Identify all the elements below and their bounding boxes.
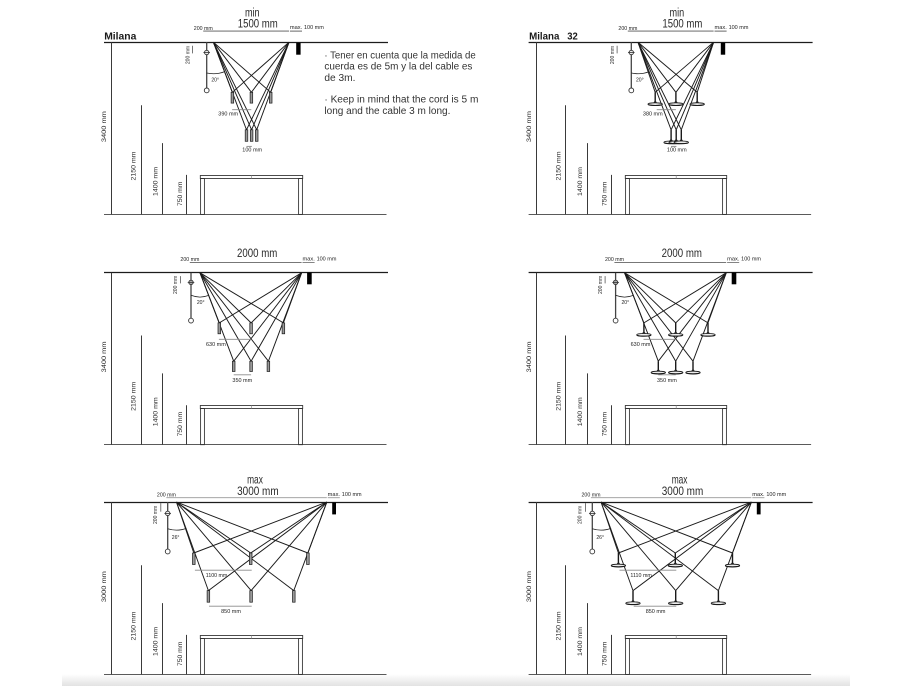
svg-text:26°: 26° [172,535,180,541]
svg-text:100 mm: 100 mm [304,25,324,31]
svg-text:1400 mm: 1400 mm [152,626,159,656]
svg-text:100 mm: 100 mm [342,492,362,498]
svg-text:3000 mm: 3000 mm [101,571,108,603]
svg-text:100 mm: 100 mm [729,25,749,31]
svg-text:26°: 26° [596,535,604,541]
svg-text:1110 mm: 1110 mm [630,573,652,579]
svg-text:max.: max. [290,25,302,31]
svg-text:3400 mm: 3400 mm [526,111,533,143]
svg-text:2150 mm: 2150 mm [131,611,138,641]
svg-text:850 mm: 850 mm [646,609,666,615]
svg-text:min: min [245,6,260,20]
svg-text:2000 mm: 2000 mm [662,246,702,260]
svg-text:200 mm: 200 mm [173,275,179,294]
svg-text:630 mm: 630 mm [631,342,651,348]
svg-text:2000 mm: 2000 mm [237,246,277,260]
svg-text:850 mm: 850 mm [221,609,241,615]
svg-text:Milana: Milana [529,30,559,42]
svg-text:max: max [247,472,263,486]
svg-text:2150 mm: 2150 mm [131,381,138,411]
svg-text:1500 mm: 1500 mm [662,17,702,31]
svg-text:750 mm: 750 mm [602,641,609,666]
svg-text:max.: max. [715,25,727,31]
svg-text:1400 mm: 1400 mm [577,626,584,656]
svg-text:200 mm: 200 mm [180,257,199,263]
svg-text:200 mm: 200 mm [610,45,616,64]
svg-text:750 mm: 750 mm [177,181,184,206]
svg-text:1100 mm: 1100 mm [206,573,228,579]
svg-text:200 mm: 200 mm [605,257,624,263]
svg-text:· Tener en cuenta que la medid: · Tener en cuenta que la medida de [324,50,475,61]
svg-text:100 mm: 100 mm [242,148,262,154]
svg-text:32: 32 [567,30,578,42]
svg-text:3000 mm: 3000 mm [237,484,279,498]
svg-text:100 mm: 100 mm [317,257,337,263]
svg-text:20°: 20° [211,78,219,84]
svg-text:max.: max. [727,257,739,263]
svg-text:200 mm: 200 mm [194,26,213,32]
svg-text:max.: max. [303,257,315,263]
svg-text:390 mm: 390 mm [218,112,238,118]
svg-text:750 mm: 750 mm [177,641,184,666]
svg-text:200 mm: 200 mm [186,45,192,64]
svg-text:200 mm: 200 mm [582,492,601,498]
svg-text:2150 mm: 2150 mm [131,151,138,181]
svg-text:long and the cable 3 m long.: long and the cable 3 m long. [324,106,450,117]
svg-text:630 mm: 630 mm [206,342,226,348]
svg-text:3400 mm: 3400 mm [101,341,108,373]
svg-text:1500 mm: 1500 mm [238,17,278,31]
svg-text:1400 mm: 1400 mm [152,397,159,427]
svg-text:2150 mm: 2150 mm [555,151,562,181]
svg-text:max.: max. [752,492,764,498]
svg-text:min: min [670,6,685,20]
svg-text:1400 mm: 1400 mm [152,166,159,196]
svg-text:2150 mm: 2150 mm [555,381,562,411]
svg-text:1400 mm: 1400 mm [577,166,584,196]
svg-text:380 mm: 380 mm [643,112,663,118]
svg-text:350 mm: 350 mm [657,378,677,384]
svg-text:de 3m.: de 3m. [324,73,355,84]
svg-text:750 mm: 750 mm [602,411,609,436]
svg-text:3400 mm: 3400 mm [101,111,108,143]
svg-text:3400 mm: 3400 mm [526,341,533,373]
svg-text:100 mm: 100 mm [741,257,761,263]
svg-text:20°: 20° [621,300,629,306]
svg-text:20°: 20° [636,78,644,84]
svg-text:200 mm: 200 mm [598,275,604,294]
svg-text:2150 mm: 2150 mm [555,611,562,641]
svg-text:200 mm: 200 mm [578,505,584,524]
svg-text:Milana: Milana [104,30,136,42]
svg-text:750 mm: 750 mm [602,181,609,206]
svg-text:750 mm: 750 mm [177,411,184,436]
svg-text:20°: 20° [197,300,205,306]
svg-text:100 mm: 100 mm [766,492,786,498]
svg-text:350 mm: 350 mm [232,378,252,384]
svg-text:200 mm: 200 mm [618,26,637,32]
svg-text:max: max [672,472,688,486]
svg-text:200 mm: 200 mm [153,505,159,524]
svg-text:3000 mm: 3000 mm [662,484,704,498]
svg-text:1400 mm: 1400 mm [577,397,584,427]
svg-text:3000 mm: 3000 mm [526,571,533,603]
svg-text:100 mm: 100 mm [667,148,687,154]
svg-text:· Keep in mind that the cord i: · Keep in mind that the cord is 5 m [324,95,478,106]
svg-text:200 mm: 200 mm [157,492,176,498]
svg-text:cuerda es de 5m y la del cable: cuerda es de 5m y la del cable es [324,62,472,73]
svg-text:max.: max. [328,492,340,498]
